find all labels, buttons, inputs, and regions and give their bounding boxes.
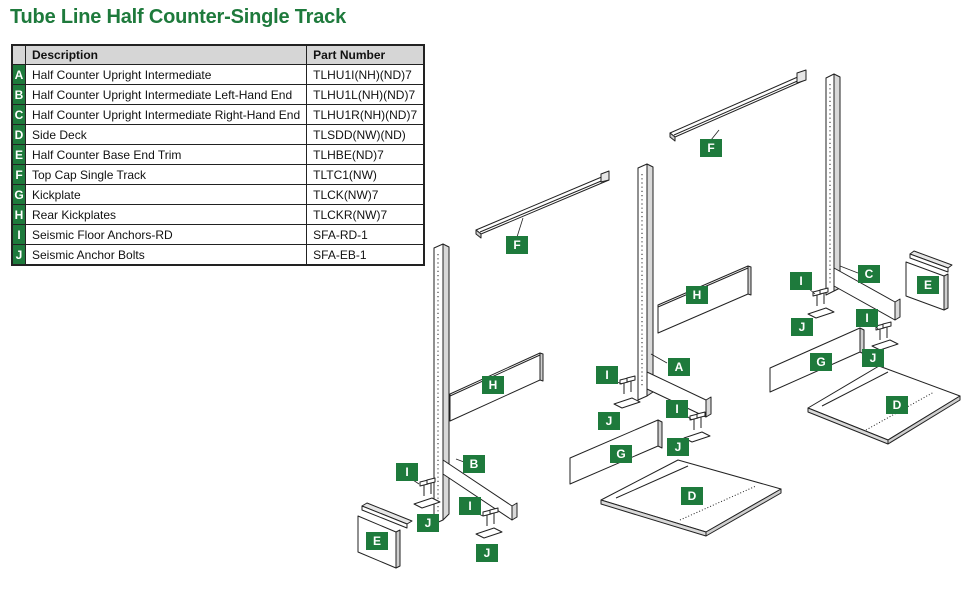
seismic-anchor-group-2	[475, 507, 503, 539]
upright-left-hand-end	[433, 243, 518, 525]
callout-i-4: I	[666, 400, 688, 418]
callout-j-3: J	[598, 412, 620, 430]
part-letter: B	[11, 84, 26, 105]
callout-j-6: J	[862, 349, 884, 367]
callout-j-5: J	[791, 318, 813, 336]
callout-j-2: J	[476, 544, 498, 562]
part-number: TLHU1I(NH)(ND)7	[306, 64, 425, 85]
seismic-anchor-group-6	[871, 321, 899, 351]
seismic-anchor-group-4	[683, 411, 711, 443]
part-letter: F	[11, 164, 26, 185]
callout-d-2: D	[886, 396, 908, 414]
callout-j-1: J	[417, 514, 439, 532]
part-number: SFA-RD-1	[306, 224, 425, 245]
seismic-anchor-group-1	[413, 477, 441, 509]
upright-intermediate	[637, 163, 712, 418]
upright-right-hand-end	[825, 73, 901, 321]
side-deck-right	[807, 365, 961, 445]
callout-g-2: G	[810, 353, 832, 371]
part-number: TLCKR(NW)7	[306, 204, 425, 225]
callout-i-2: I	[459, 497, 481, 515]
seismic-anchor-group-3	[613, 375, 641, 409]
callout-h-2: H	[686, 286, 708, 304]
callout-i-6: I	[856, 309, 878, 327]
part-description: Seismic Floor Anchors-RD	[24, 224, 308, 245]
part-letter: C	[11, 104, 26, 125]
callout-e-1: E	[366, 532, 388, 550]
callout-h-1: H	[482, 376, 504, 394]
callout-b: B	[463, 455, 485, 473]
part-number: TLHU1L(NH)(ND)7	[306, 84, 425, 105]
part-description: Half Counter Upright Intermediate Left-H…	[24, 84, 308, 105]
callout-f-2: F	[700, 139, 722, 157]
callout-g-1: G	[610, 445, 632, 463]
callout-i-3: I	[596, 366, 618, 384]
callout-f-1: F	[506, 236, 528, 254]
seismic-anchor-group-5	[807, 287, 835, 319]
top-cap-track-middle	[669, 69, 807, 142]
callout-i-1: I	[396, 463, 418, 481]
part-number: TLTC1(NW)	[306, 164, 425, 185]
callout-d-1: D	[681, 487, 703, 505]
part-description: Seismic Anchor Bolts	[24, 244, 308, 266]
callout-i-5: I	[790, 272, 812, 290]
page-title: Tube Line Half Counter-Single Track	[10, 6, 347, 28]
callout-c: C	[858, 265, 880, 283]
part-letter: E	[11, 144, 26, 165]
callout-j-4: J	[667, 438, 689, 456]
part-number: TLCK(NW)7	[306, 184, 425, 205]
part-number: SFA-EB-1	[306, 244, 425, 266]
top-cap-track-left	[475, 170, 610, 239]
part-description: Half Counter Upright Intermediate Right-…	[24, 104, 308, 125]
callout-e-2: E	[917, 276, 939, 294]
callout-a: A	[668, 358, 690, 376]
